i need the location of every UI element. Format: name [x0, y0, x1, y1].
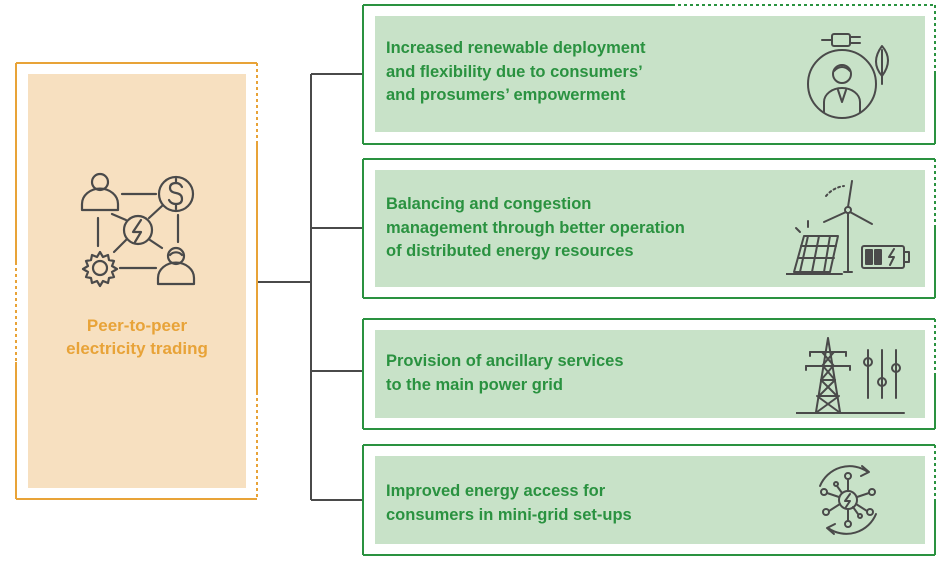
benefit-line: Balancing and congestion	[386, 195, 592, 213]
benefit-card-frame	[362, 158, 936, 299]
solar-wind-battery-icon	[786, 180, 910, 275]
benefit-line: of distributed energy resources	[386, 242, 634, 260]
central-node	[28, 74, 246, 488]
benefit-text: Provision of ancillary services to the m…	[386, 350, 624, 397]
central-node-frame	[15, 62, 258, 500]
benefit-text: Increased renewable deployment and flexi…	[386, 37, 646, 108]
benefit-card-frame	[362, 318, 936, 430]
benefit-line: management through better operation	[386, 218, 685, 237]
benefit-line: Increased renewable deployment	[386, 39, 646, 57]
central-title-line: electricity trading	[66, 339, 208, 358]
p2p-trading-network-icon	[80, 172, 196, 288]
benefit-line: to the main power grid	[386, 375, 563, 394]
benefit-line: Improved energy access for	[386, 482, 606, 500]
benefit-text: Balancing and congestion management thro…	[386, 193, 685, 264]
benefit-card-frame	[362, 444, 936, 556]
benefit-line: and flexibility due to consumers’	[386, 62, 643, 81]
benefit-card-frame	[362, 4, 936, 145]
benefit-text: Improved energy access for consumers in …	[386, 480, 632, 527]
mini-grid-network-icon	[819, 465, 877, 535]
central-title-line: Peer-to-peer	[86, 316, 188, 335]
benefit-line: and prosumers’ empowerment	[386, 86, 626, 104]
benefit-line: Provision of ancillary services	[386, 352, 624, 370]
transmission-tower-sliders-icon	[796, 337, 905, 414]
benefit-line: consumers in mini-grid set-ups	[386, 505, 632, 524]
central-node-title: Peer-to-peer electricity trading	[28, 314, 246, 360]
consumer-plug-leaf-icon	[807, 33, 889, 119]
